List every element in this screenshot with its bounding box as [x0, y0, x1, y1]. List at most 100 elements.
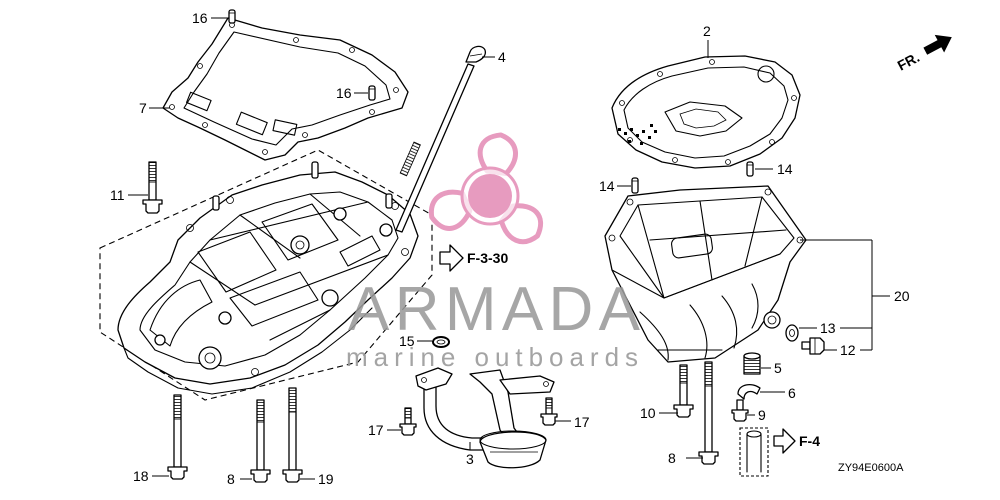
assembly-dashed-boundary: [99, 149, 433, 401]
oil-strainer-3: [415, 367, 555, 469]
oil-pan-stud: [385, 193, 393, 209]
gasket-2-small-hole: [628, 140, 631, 143]
oil-pan-boss: [321, 289, 339, 307]
bolt-8-left: [250, 399, 271, 483]
gasket-2-large-hole: [757, 65, 775, 83]
callout-17[interactable]: 17: [574, 414, 590, 430]
oil-pan-bore: [198, 346, 222, 370]
callout-12[interactable]: 12: [840, 342, 856, 358]
reference-f-3-30[interactable]: F-3-30: [439, 244, 508, 272]
callout-15[interactable]: 15: [399, 333, 415, 349]
dipstick-handle: [465, 45, 487, 63]
bolt-flange-head: [673, 404, 694, 418]
gasket-7-bolt-hole: [202, 122, 208, 128]
oil-pan-20-fin: [751, 283, 759, 329]
callout-13[interactable]: 13: [820, 320, 836, 336]
oil-pan-crank-web: [229, 271, 319, 327]
oil-pan-stud: [212, 195, 220, 211]
bolt-thread: [288, 387, 297, 413]
callout-8[interactable]: 8: [227, 471, 235, 487]
propeller-icon: [428, 132, 544, 245]
callout-14[interactable]: 14: [599, 178, 615, 194]
oil-pan-20-bolt-hole: [608, 234, 616, 242]
callout-18[interactable]: 18: [133, 468, 149, 484]
strainer-flange-hole: [421, 377, 427, 383]
gasket-7-bolt-hole: [197, 63, 203, 69]
callout-9[interactable]: 9: [758, 407, 766, 423]
strainer-bracket-arm: [499, 375, 555, 395]
oil-pan-bolt-hole: [401, 248, 409, 256]
o-ring-15: [432, 336, 450, 348]
oil-pan-20-bolt-hole: [626, 198, 634, 206]
reference-part-tube: [746, 433, 762, 473]
gasket-2: [611, 55, 801, 169]
reference-label[interactable]: F-3-30: [467, 250, 508, 266]
front-direction-indicator: FR.: [895, 34, 952, 74]
gasket-7-bolt-hole: [302, 132, 308, 138]
reference-part-f4: [739, 427, 769, 477]
callout-16[interactable]: 16: [192, 10, 208, 26]
washer-hole: [789, 329, 795, 337]
gasket-2-bolt-hole: [657, 71, 663, 77]
reference-f-4[interactable]: F-4: [773, 428, 820, 454]
oil-pan-rib: [239, 214, 301, 259]
dipstick-rod: [395, 63, 475, 233]
propeller-hub: [468, 174, 512, 218]
callout-16[interactable]: 16: [336, 85, 352, 101]
callout-8[interactable]: 8: [668, 450, 676, 466]
oil-pan-20-fin: [721, 295, 738, 349]
oil-pan-boss: [154, 334, 166, 346]
oil-pan-left-pocket: [149, 279, 213, 347]
oil-pan-bore-inner: [204, 352, 216, 364]
oil-pan-20-fin: [689, 304, 708, 359]
bolt-11: [142, 161, 163, 214]
gasket-2-bolt-hole: [791, 95, 797, 101]
pin-body: [228, 9, 236, 24]
gasket-2-hole-cluster: [618, 124, 657, 145]
callout-17[interactable]: 17: [368, 422, 384, 438]
reference-label[interactable]: F-4: [799, 433, 820, 449]
propeller-blade: [477, 132, 518, 176]
gasket-7-window: [235, 111, 268, 136]
callout-6[interactable]: 6: [788, 385, 796, 401]
callout-3[interactable]: 3: [466, 451, 474, 467]
gasket-7-bolt-hole: [262, 149, 268, 155]
oil-pan-assembly-left: [99, 149, 433, 401]
oil-pan-20-rib: [637, 204, 665, 299]
plug-top: [743, 352, 761, 360]
leader-lines: [128, 17, 890, 480]
bolt-9: [731, 399, 749, 422]
clip-6: [737, 383, 761, 400]
callout-5[interactable]: 5: [774, 360, 782, 376]
bolt-17-left: [399, 407, 417, 436]
gasket-2-small-hole: [648, 136, 651, 139]
callout-10[interactable]: 10: [640, 405, 656, 421]
callout-7[interactable]: 7: [139, 100, 147, 116]
bolt-17-right: [540, 397, 558, 426]
oil-pan-bolt-hole: [226, 196, 234, 204]
gasket-2-window-inner: [679, 108, 727, 129]
watermark-tagline: marine outboards: [346, 342, 638, 372]
callout-14[interactable]: 14: [777, 161, 793, 177]
bolt-flange-head: [250, 469, 271, 483]
oil-pan-bore: [290, 235, 310, 255]
callout-2[interactable]: 2: [703, 23, 711, 39]
oil-pan-rib: [254, 254, 389, 306]
watermark-brand: ARMADA: [348, 275, 641, 344]
gasket-2-bolt-hole: [769, 139, 775, 145]
gasket-2-small-hole: [642, 130, 645, 133]
bolt-flange-head: [167, 466, 188, 480]
bolt-shaft: [801, 341, 811, 350]
reference-part-dashed-box: [739, 427, 769, 477]
gasket-2-small-hole: [654, 130, 657, 133]
callout-20[interactable]: 20: [894, 288, 910, 304]
oil-pan-center-tube: [339, 235, 381, 267]
oil-pan-boss: [218, 311, 232, 325]
gasket-7-window: [272, 119, 298, 136]
dowel-pin-14-left: [631, 177, 639, 194]
callout-19[interactable]: 19: [318, 471, 334, 487]
callout-4[interactable]: 4: [498, 49, 506, 65]
dipstick-grip-hatch: [399, 141, 421, 177]
callout-11[interactable]: 11: [110, 187, 125, 203]
